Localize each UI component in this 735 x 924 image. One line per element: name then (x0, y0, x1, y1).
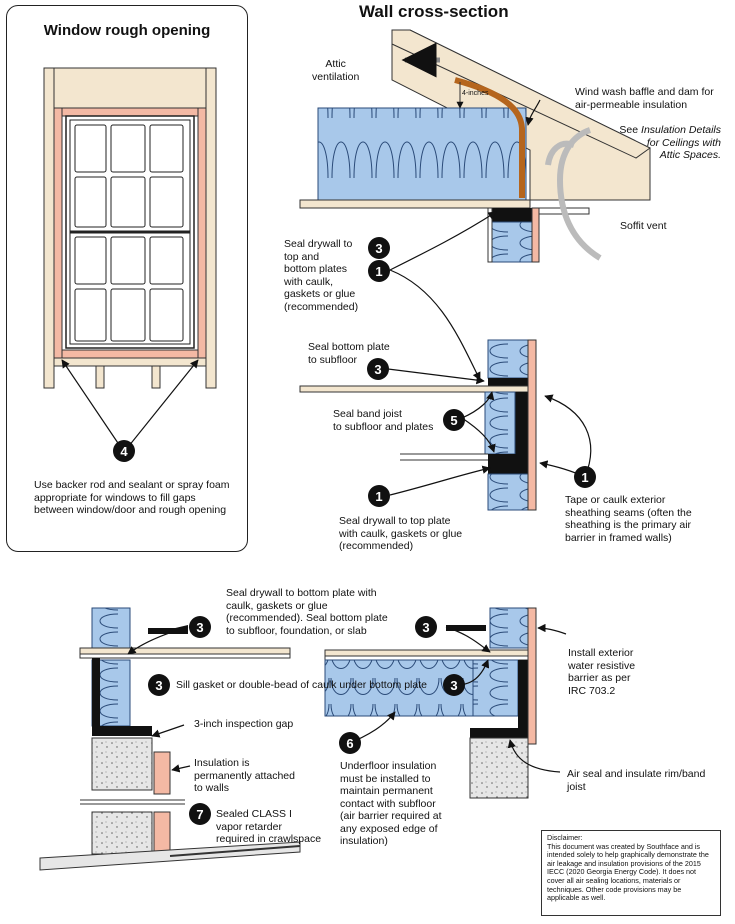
callout-6-number: 6 (346, 736, 353, 751)
window-rough-opening-panel: Window rough opening (6, 5, 248, 552)
callout-3-mid-number: 3 (374, 362, 381, 377)
callout-1-top-number: 1 (375, 264, 382, 279)
seal-drywall-top-plate-label: Seal drywall to top plate with caulk, ga… (339, 515, 463, 552)
disclaimer-heading: Disclaimer: (547, 833, 583, 842)
diagram-title: Wall cross-section (359, 2, 509, 21)
callout-1-right-number: 1 (581, 470, 588, 485)
seal-drywall-bottom-plate-label: Seal drywall to bottom plate with caulk,… (226, 587, 388, 637)
callout-3-mid: 3 (367, 358, 389, 380)
callout-3-bottom-left: 3 (189, 616, 211, 638)
window-panel-note: Use backer rod and sealant or spray foam… (34, 479, 230, 516)
callout-5: 5 (443, 409, 465, 431)
callout-1-mid: 1 (368, 485, 390, 507)
callout-7-number: 7 (196, 807, 203, 822)
air-seal-rim-label: Air seal and insulate rim/band joist (567, 768, 706, 793)
bottom-left-drawing (39, 607, 301, 871)
callout-3-bottom-right: 3 (415, 616, 437, 638)
callout-4-number: 4 (120, 444, 128, 459)
callout-3-bottom-left-number: 3 (196, 620, 203, 635)
leader-lines (127, 99, 592, 773)
callout-3-top-number: 3 (375, 241, 382, 256)
callout-6: 6 (339, 732, 361, 754)
baffle-label: Wind wash baffle and dam for air-permeab… (575, 86, 714, 111)
insulation-attached-label: Insulation is permanently attached to wa… (194, 757, 295, 794)
sill-gasket-label: Sill gasket or double-bead of caulk unde… (176, 679, 427, 691)
callout-3-top: 3 (368, 237, 390, 259)
vapor-retarder-label: Sealed CLASS I vapor retarder required i… (216, 808, 322, 845)
callout-3-bottom-right-number: 3 (422, 620, 429, 635)
seal-bottom-plate-subfloor-label: Seal bottom plate to subfloor (308, 341, 390, 366)
seal-drywall-top-bottom-label: Seal drywall to top and bottom plates wi… (284, 238, 359, 313)
four-inches-label: 4-inches (462, 90, 489, 97)
callout-3-bottom-right-2-number: 3 (450, 678, 457, 693)
callout-4: 4 (113, 440, 135, 462)
see-details-label: See Insulation Details for Ceilings with… (609, 124, 721, 162)
window-frame-drawing (43, 67, 217, 453)
seal-band-joist-label: Seal band joist to subfloor and plates (333, 408, 434, 433)
mid-floor-drawing (299, 339, 537, 511)
callout-5-number: 5 (450, 413, 457, 428)
underfloor-label: Underfloor insulation must be installed … (340, 760, 442, 847)
disclaimer-box: Disclaimer: This document was created by… (541, 830, 721, 916)
see-details-italic: Insulation Details for Ceilings with Att… (641, 124, 721, 161)
callout-7: 7 (189, 803, 211, 825)
see-details-prefix: See (619, 124, 639, 136)
attic-section-drawing (299, 29, 651, 263)
disclaimer-body: This document was created by Southface a… (547, 841, 709, 903)
callout-1-top: 1 (368, 260, 390, 282)
callout-3-bottom-right-2: 3 (443, 674, 465, 696)
callout-3-sill-number: 3 (155, 678, 162, 693)
attic-ventilation-label: Attic ventilation (312, 58, 360, 83)
callout-3-sill: 3 (148, 674, 170, 696)
install-barrier-label: Install exterior water resistive barrier… (568, 647, 636, 697)
callout-1-right: 1 (574, 466, 596, 488)
soffit-vent-label: Soffit vent (620, 220, 667, 232)
tape-caulk-label: Tape or caulk exterior sheathing seams (… (565, 494, 692, 544)
bottom-right-drawing (324, 607, 537, 799)
window-panel-title: Window rough opening (43, 22, 211, 39)
callout-1-mid-number: 1 (375, 489, 382, 504)
inspection-gap-label: 3-inch inspection gap (194, 718, 294, 730)
